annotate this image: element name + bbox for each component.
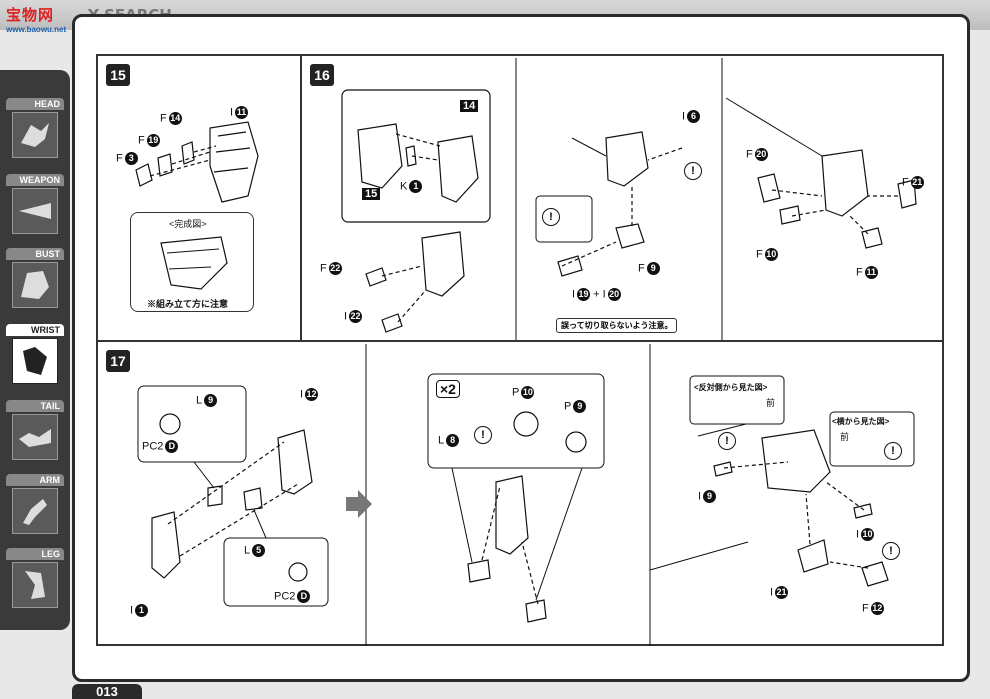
head-icon [12,112,58,158]
arm-icon [12,488,58,534]
step-16-panel: 16 [300,54,944,342]
tab-label: ARM [6,474,64,486]
caution-icon: ! [542,208,560,226]
tab-label: WEAPON [6,174,64,186]
bust-icon [12,262,58,308]
caution-note: 誤って切り取らないよう注意。 [556,318,678,333]
step-flow-arrow-head [358,490,372,518]
tab-label: TAIL [6,400,64,412]
step-number: 17 [106,350,130,372]
inset-title: <完成図> [169,219,207,229]
sidebar-tab-bust[interactable]: BUST [6,248,64,312]
caution-icon: ! [718,432,736,450]
step-15-drawing [135,121,259,203]
tab-label: BUST [6,248,64,260]
section-sidebar: HEAD WEAPON BUST WRIST TAIL ARM LEG [0,70,70,630]
caution-icon: ! [474,426,492,444]
step-number: 15 [106,64,130,86]
leg-icon [12,562,58,608]
caution-icon: ! [882,542,900,560]
view-caption: <横から見た図> [832,417,890,426]
direction-label: 前 [840,432,850,442]
step-17-panel: 17 [96,340,944,646]
page-number: 013 [72,684,142,699]
tab-label: HEAD [6,98,64,110]
tab-label: WRIST [6,324,64,336]
step-16-drawing [341,58,917,342]
tail-icon [12,414,58,460]
sidebar-tab-leg[interactable]: LEG [6,548,64,612]
completed-view-inset: <完成図> ※組み立て方に注意 [130,212,254,312]
weapon-icon [12,188,58,234]
caution-icon: ! [684,162,702,180]
step-number: 16 [310,64,334,86]
tab-label: LEG [6,548,64,560]
sidebar-tab-head[interactable]: HEAD [6,98,64,162]
direction-label: 前 [766,398,776,408]
sidebar-tab-arm[interactable]: ARM [6,474,64,538]
part-number-tag: 14 [460,100,479,112]
step-flow-arrow [346,497,358,511]
sidebar-tab-wrist[interactable]: WRIST [6,324,64,388]
caution-icon: ! [884,442,902,460]
step-17-drawing [137,344,915,646]
part-number-tag: 15 [362,188,381,200]
sidebar-tab-weapon[interactable]: WEAPON [6,174,64,238]
inset-note: ※組み立て方に注意 [147,299,229,309]
completed-drawing [160,236,228,290]
sidebar-tab-tail[interactable]: TAIL [6,400,64,464]
quantity-badge: ×2 [436,380,460,398]
wrist-icon [12,338,58,384]
view-caption: <反対側から見た図> [694,383,768,392]
